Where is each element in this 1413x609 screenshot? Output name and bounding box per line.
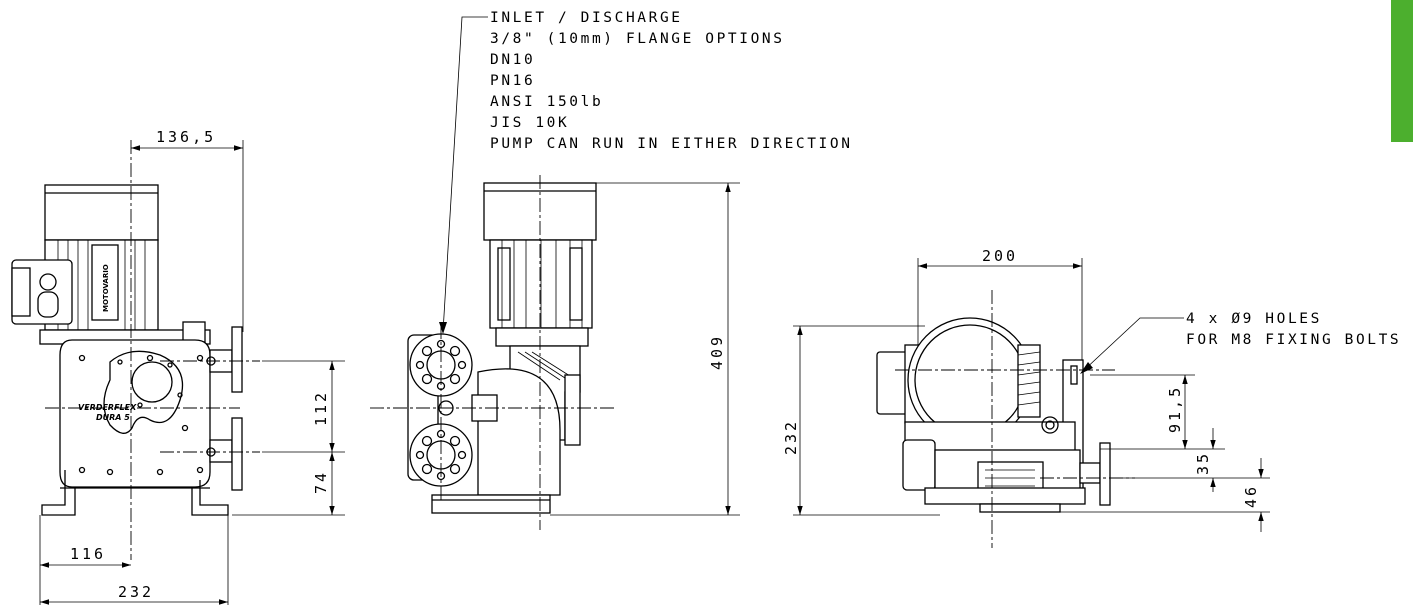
brand-line1: VERDERFLEX [78,403,137,412]
dim-91-5: 91,5 [1166,385,1184,433]
dim-35: 35 [1194,451,1212,475]
dim-200: 200 [982,247,1018,265]
holes-note: 4 x Ø9 HOLES FOR M8 FIXING BOLTS [1080,311,1401,374]
inlet-note: INLET / DISCHARGE 3/8" (10mm) FLANGE OPT… [439,10,853,334]
dim-136-5: 136,5 [156,128,216,146]
dim-46: 46 [1242,484,1260,508]
note-inlet-line-6: JIS 10K [490,115,569,131]
middle-dimensions: 409 [550,182,740,516]
right-pump-view [876,290,1135,548]
dim-116: 116 [70,545,106,563]
brand-line2: DURA 5 [96,413,130,422]
note-inlet-line-5: ANSI 150lb [490,94,603,110]
dim-112: 112 [312,390,330,426]
note-holes-line-1: 4 x Ø9 HOLES [1186,311,1322,327]
left-dimensions: 136,5 112 74 116 232 [39,128,345,605]
middle-pump-view [370,175,615,530]
left-pump-view: MOTOVARIO VERDERFLEX DURA 5 [11,140,260,560]
note-inlet-line-2: 3/8" (10mm) FLANGE OPTIONS [490,31,785,47]
dim-74: 74 [312,470,330,494]
dim-409: 409 [708,334,726,370]
right-dimensions: 200 232 91,5 35 46 [782,247,1270,532]
dim-232-right: 232 [782,419,800,455]
dim-232-bottom: 232 [118,583,154,601]
note-inlet-line-7: PUMP CAN RUN IN EITHER DIRECTION [490,136,853,152]
note-inlet-line-1: INLET / DISCHARGE [490,10,683,26]
accent-tab [1391,0,1413,142]
motor-label: MOTOVARIO [102,264,110,312]
note-inlet-line-4: PN16 [490,73,535,89]
note-holes-line-2: FOR M8 FIXING BOLTS [1186,332,1401,348]
note-inlet-line-3: DN10 [490,52,535,68]
